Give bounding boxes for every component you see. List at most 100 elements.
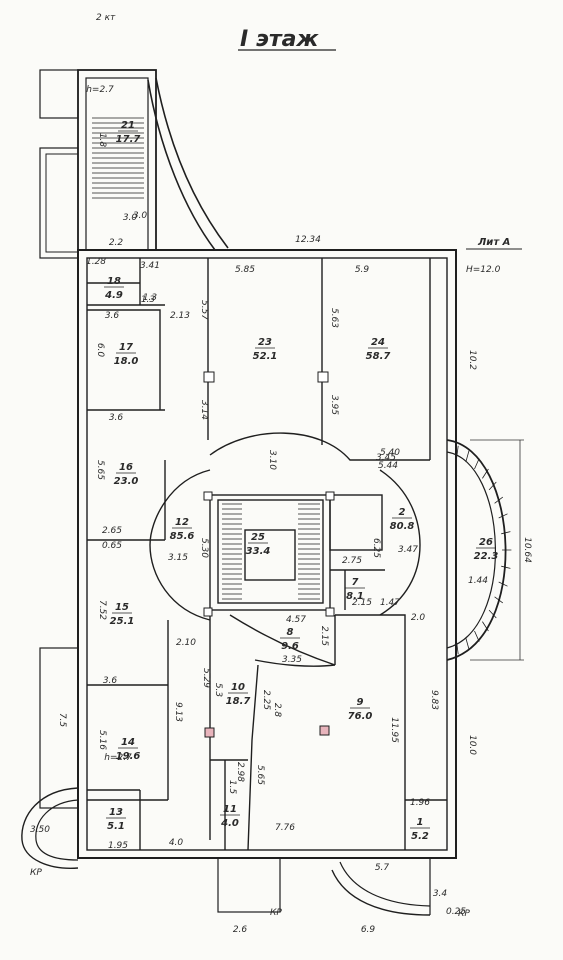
dimension-label: 5.16 bbox=[97, 730, 107, 750]
dimension-label: 5.9 bbox=[355, 265, 370, 275]
room-area: 4.9 bbox=[104, 290, 123, 301]
room-area: 8.1 bbox=[346, 591, 364, 602]
dimension-label: h=2.7 bbox=[104, 753, 132, 763]
dimension-label: 1.44 bbox=[468, 576, 488, 586]
room-labels: 15.2280.878.189.6976.01018.7114.01285.61… bbox=[104, 120, 498, 842]
room-number: 12 bbox=[175, 517, 189, 528]
room-area: 80.8 bbox=[390, 521, 415, 532]
room-area: 76.0 bbox=[348, 711, 373, 722]
height-note: H=12.0 bbox=[466, 265, 501, 275]
room-number: 21 bbox=[121, 120, 135, 131]
room-number: 24 bbox=[371, 337, 385, 348]
dimension-label: 3.6 bbox=[103, 676, 118, 686]
dimension-label: 3.41 bbox=[140, 261, 160, 271]
room-area: 23.0 bbox=[114, 476, 139, 487]
dimension-label: 2.98 bbox=[235, 762, 245, 782]
dimension-label: 3.35 bbox=[282, 655, 302, 665]
room-area: 52.1 bbox=[253, 351, 278, 362]
dimension-label: 0.25 bbox=[446, 907, 466, 917]
room-8: 89.6 bbox=[280, 627, 300, 652]
dimension-label: 2.15 bbox=[352, 598, 372, 608]
room-number: 16 bbox=[119, 462, 133, 473]
room-number: 13 bbox=[109, 807, 123, 818]
room-area: 85.6 bbox=[170, 531, 195, 542]
dimension-label: 6.9 bbox=[361, 925, 376, 935]
room-area: 9.6 bbox=[281, 641, 299, 652]
room-18: 184.9 bbox=[104, 276, 124, 301]
dimension-label: 5.40 bbox=[380, 448, 400, 458]
dimension-label: 5.65 bbox=[95, 460, 105, 480]
dimension-label: 6.0 bbox=[95, 343, 105, 358]
dimension-label: 2.2 bbox=[109, 238, 124, 248]
room-number: 2 bbox=[399, 507, 406, 518]
dimension-label: 1.3 bbox=[141, 295, 156, 305]
columns bbox=[203, 371, 335, 738]
dimension-label: 3.0 bbox=[133, 211, 148, 221]
interior-walls bbox=[87, 258, 447, 851]
stairs bbox=[92, 117, 512, 656]
room-number: 25 bbox=[251, 532, 265, 543]
dimension-label: 5.85 bbox=[235, 265, 255, 275]
room-number: 15 bbox=[115, 602, 129, 613]
dimension-label: 3.50 bbox=[30, 825, 50, 835]
room-area: 17.7 bbox=[116, 134, 141, 145]
dimension-label: 9.13 bbox=[173, 702, 183, 722]
room-number: 7 bbox=[352, 577, 359, 588]
dimension-label: 7.76 bbox=[275, 823, 295, 833]
kr-label-3: КР bbox=[30, 868, 42, 878]
dimension-label: 12.34 bbox=[295, 235, 321, 245]
room-1: 15.2 bbox=[410, 817, 430, 842]
kr-label-2: КР bbox=[458, 909, 470, 919]
dimension-label: 3.4 bbox=[433, 889, 448, 899]
dimension-label: 7.52 bbox=[97, 600, 107, 620]
room-number: 11 bbox=[223, 804, 237, 815]
room-number: 8 bbox=[287, 627, 294, 638]
dimension-label: 3.15 bbox=[168, 553, 188, 563]
room-13: 135.1 bbox=[106, 807, 126, 832]
room-number: 14 bbox=[121, 737, 135, 748]
room-area: 22.3 bbox=[474, 551, 499, 562]
dimension-label: 1.96 bbox=[410, 798, 430, 808]
dimension-label: 1.8 bbox=[97, 133, 107, 148]
dimension-label: 2.0 bbox=[411, 613, 426, 623]
dimension-label: 5.44 bbox=[378, 461, 398, 471]
room-area: 4.0 bbox=[220, 818, 239, 829]
dimension-label: 3.45 bbox=[376, 453, 396, 463]
dimension-label: 1.28 bbox=[86, 257, 106, 267]
room-9: 976.0 bbox=[348, 697, 373, 722]
dimension-label: 3.6 bbox=[105, 311, 120, 321]
dimension-label: 3.10 bbox=[267, 450, 277, 470]
dimension-label: 0.65 bbox=[102, 541, 122, 551]
dimension-label: 4.0 bbox=[169, 838, 184, 848]
room-17: 17 18.0 bbox=[114, 342, 139, 367]
room-2: 280.8 bbox=[390, 507, 415, 532]
dimension-label: 5.3 bbox=[213, 683, 223, 698]
dimension-label: 3.0 bbox=[123, 213, 138, 223]
dimension-label: 1.95 bbox=[108, 841, 128, 851]
dimension-label: 1.5 bbox=[227, 780, 237, 795]
dimension-label: h=2.7 bbox=[86, 85, 114, 95]
dimension-label: 1.47 bbox=[380, 598, 400, 608]
dimension-label: 2.13 bbox=[170, 311, 190, 321]
dimension-label: 7.5 bbox=[57, 713, 67, 728]
dimension-label: 10.2 bbox=[467, 350, 477, 370]
kr-label-1: КР bbox=[270, 908, 282, 918]
room-21: 21 17.7 bbox=[116, 120, 141, 145]
dimension-label: 2.8 bbox=[272, 703, 282, 718]
room-number: 17 bbox=[119, 342, 133, 353]
dimension-label: 6.25 bbox=[371, 538, 381, 558]
dimension-label: 2.25 bbox=[261, 690, 271, 710]
dimension-label: 3.14 bbox=[199, 400, 209, 420]
scale-note: 2 кт bbox=[96, 13, 116, 23]
room-7: 78.1 bbox=[345, 577, 365, 602]
dimension-label: 9.83 bbox=[429, 690, 439, 710]
room-area: 18.0 bbox=[114, 356, 139, 367]
dimension-label: 5.65 bbox=[255, 765, 265, 785]
dimension-label: 2.10 bbox=[176, 638, 196, 648]
dimension-label: 3.47 bbox=[398, 545, 418, 555]
room-area: 25.1 bbox=[110, 616, 135, 627]
